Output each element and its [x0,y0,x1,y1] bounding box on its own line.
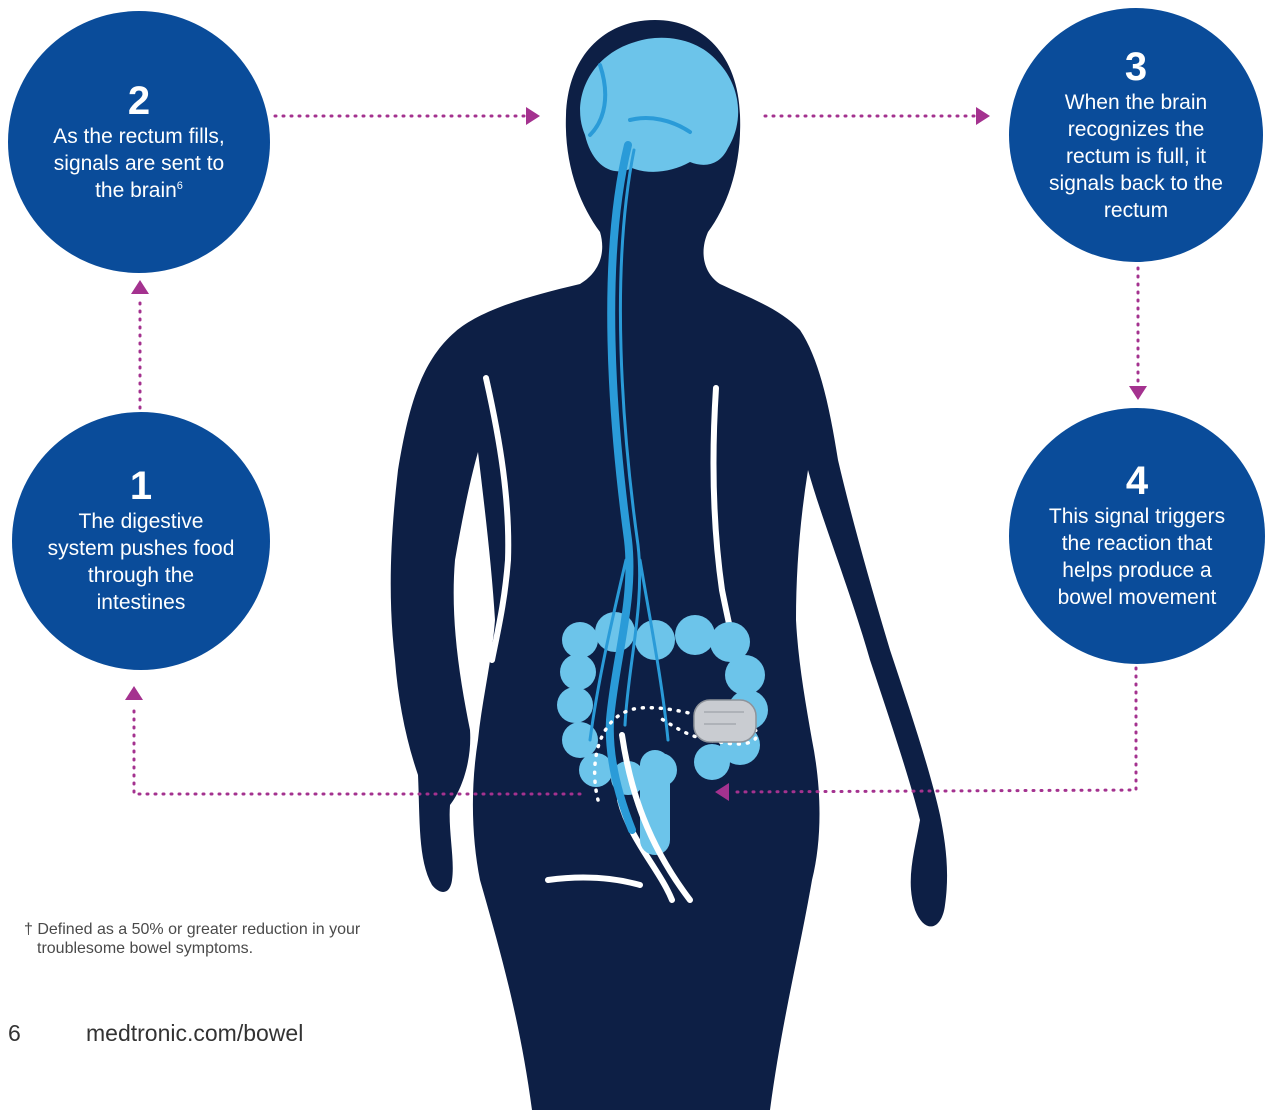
step-4-text: This signal triggers the reaction that h… [1043,503,1231,611]
arrowhead-up-icon [125,686,143,700]
footnote: † Defined as a 50% or greater reduction … [24,920,444,958]
step-3-text: When the brain recognizes the rectum is … [1043,89,1229,224]
step-2-text-wrap: As the rectum fills, signals are sent to… [42,123,236,204]
arrowhead-down-icon [1129,386,1147,400]
step-1-text: The digestive system pushes food through… [46,508,236,616]
arrowhead-right-icon [526,107,540,125]
step-4-circle: 4 This signal triggers the reaction that… [1009,408,1265,664]
arrowhead-up-icon [131,280,149,294]
arrowhead-right-icon [976,107,990,125]
footnote-line-2: troublesome bowel symptoms. [24,939,444,958]
neurostimulator-device [694,700,756,742]
page-number: 6 [8,1020,86,1047]
step-2-text: As the rectum fills, signals are sent to… [53,125,225,202]
step-3-circle: 3 When the brain recognizes the rectum i… [1009,8,1263,262]
footnote-line-1: † Defined as a 50% or greater reduction … [24,920,444,939]
step-1-number: 1 [130,466,152,506]
step-4-number: 4 [1126,461,1148,501]
step-1-circle: 1 The digestive system pushes food throu… [12,412,270,670]
step-2-citation: 6 [177,180,183,192]
step-2-number: 2 [128,81,150,121]
step-2-circle: 2 As the rectum fills, signals are sent … [8,11,270,273]
footer-url[interactable]: medtronic.com/bowel [86,1020,303,1046]
step-3-number: 3 [1125,47,1147,87]
body-silhouette [391,20,947,1110]
